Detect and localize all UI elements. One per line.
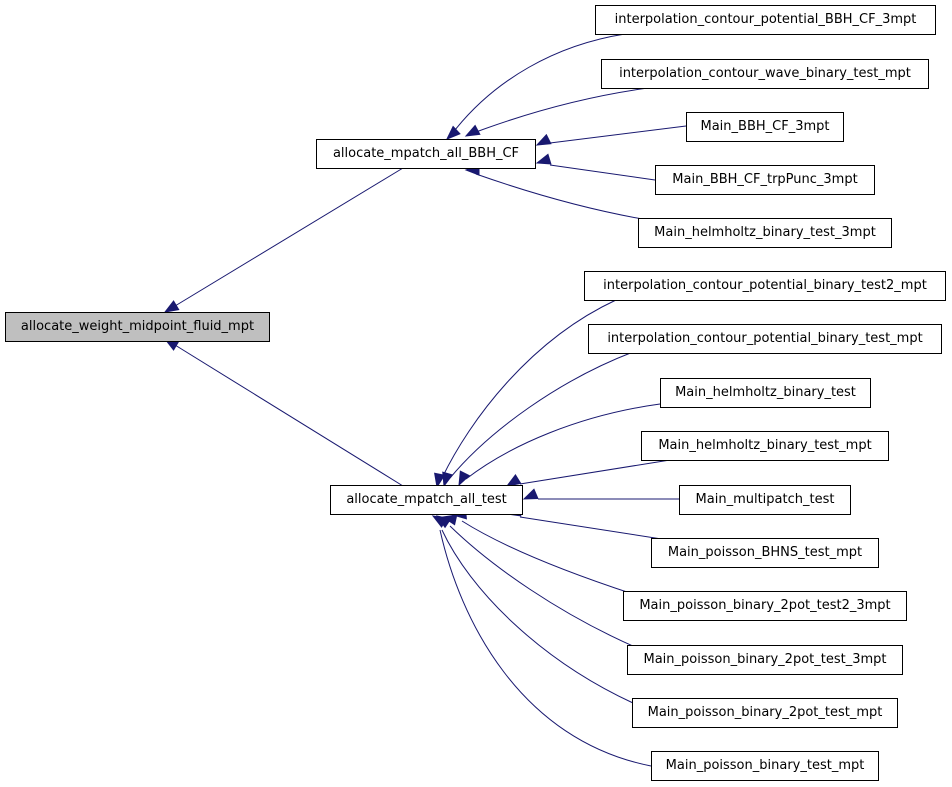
node-b3[interactable]: Main_BBH_CF_3mpt	[686, 112, 844, 142]
node-t6[interactable]: Main_poisson_BHNS_test_mpt	[651, 538, 879, 568]
edge-t6-test	[519, 516, 669, 541]
node-t9[interactable]: Main_poisson_binary_2pot_test_mpt	[632, 698, 898, 728]
node-t2[interactable]: interpolation_contour_potential_binary_t…	[588, 324, 942, 354]
edge-t4-test	[519, 459, 671, 485]
node-t3[interactable]: Main_helmholtz_binary_test	[660, 378, 871, 408]
edge-t10-test	[439, 529, 652, 767]
edge-b2-bbh	[475, 87, 649, 133]
edge-b1-bbh-arrowhead	[445, 125, 461, 140]
node-t5[interactable]: Main_multipatch_test	[679, 485, 851, 515]
node-t10[interactable]: Main_poisson_binary_test_mpt	[651, 751, 879, 781]
edge-b1-bbh	[454, 33, 626, 131]
edge-bbh-root-arrowhead	[163, 300, 180, 313]
edge-t4-test-arrowhead	[505, 474, 522, 487]
edge-test-root	[174, 344, 404, 487]
node-t7[interactable]: Main_poisson_binary_2pot_test2_3mpt	[623, 591, 907, 621]
edge-b3-bbh-arrowhead	[535, 133, 552, 146]
edge-t9-test	[441, 529, 634, 704]
node-root[interactable]: allocate_weight_midpoint_fluid_mpt	[5, 312, 270, 342]
edge-t1-test-arrowhead	[434, 472, 446, 489]
edge-bbh-root	[174, 167, 404, 307]
node-t8[interactable]: Main_poisson_binary_2pot_test_3mpt	[627, 645, 903, 675]
edge-b4-bbh-arrowhead	[535, 153, 552, 165]
node-b5[interactable]: Main_helmholtz_binary_test_3mpt	[638, 218, 892, 248]
node-bbh[interactable]: allocate_mpatch_all_BBH_CF	[316, 139, 536, 169]
edge-b3-bbh	[549, 125, 687, 144]
edge-t2-test-arrowhead	[442, 471, 454, 488]
edge-t3-test	[465, 403, 661, 480]
edge-t3-test-arrowhead	[458, 470, 471, 487]
node-t4[interactable]: Main_helmholtz_binary_test_mpt	[641, 431, 889, 461]
edge-t10-test-arrowhead	[431, 515, 448, 528]
edge-b2-bbh-arrowhead	[464, 124, 481, 137]
edge-t1-test	[441, 299, 617, 479]
node-test[interactable]: allocate_mpatch_all_test	[330, 485, 523, 515]
edge-t8-test	[449, 525, 643, 651]
edge-b4-bbh	[549, 164, 656, 181]
node-b1[interactable]: interpolation_contour_potential_BBH_CF_3…	[595, 5, 936, 35]
node-t1[interactable]: interpolation_contour_potential_binary_t…	[584, 271, 946, 301]
edge-t7-test	[461, 520, 634, 595]
edge-t5-test-arrowhead	[522, 488, 539, 500]
edge-t2-test	[449, 351, 634, 479]
node-b4[interactable]: Main_BBH_CF_trpPunc_3mpt	[655, 165, 875, 195]
edge-b5-bbh	[475, 173, 649, 221]
node-b2[interactable]: interpolation_contour_wave_binary_test_m…	[601, 59, 929, 89]
